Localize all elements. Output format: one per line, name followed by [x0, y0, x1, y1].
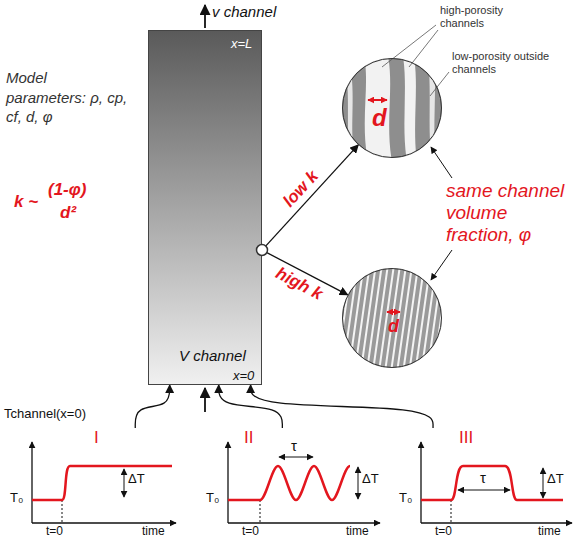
axis — [32, 522, 176, 523]
case-number: III — [459, 428, 473, 448]
plot-oscillation — [228, 442, 380, 523]
case-number: II — [244, 428, 253, 448]
axis-label: time — [142, 525, 165, 539]
plot-pulse — [421, 442, 572, 523]
channel — [346, 70, 354, 150]
axis — [421, 522, 572, 523]
step-plot: I T₀ ΔT t=0 time — [4, 428, 179, 543]
base-temperature: T₀ — [399, 491, 412, 506]
duration-arrow — [458, 490, 510, 491]
base-temperature: T₀ — [10, 491, 23, 506]
time-zero — [62, 500, 63, 523]
formula: (1-φ) — [48, 180, 86, 200]
flow-arrow — [204, 5, 206, 28]
pointer-arrow — [431, 147, 452, 178]
axis — [227, 442, 228, 523]
oscillation-plot: II T₀ τΔT t=0 time — [200, 428, 383, 543]
axis-label: Tchannel(x=0) — [4, 406, 86, 422]
formula: d² — [60, 203, 76, 223]
amplitude-arrow — [124, 469, 125, 497]
width-arrow — [387, 311, 400, 313]
temperature-curve — [32, 466, 172, 500]
case-number: I — [94, 428, 99, 448]
connector-arrow — [135, 385, 169, 428]
channel-width: d — [388, 316, 399, 337]
callout: high-porosity channels — [440, 4, 550, 30]
amplitude-label: ΔT — [128, 472, 145, 487]
axis — [228, 522, 380, 523]
time-zero — [260, 500, 261, 523]
axis-label: time — [538, 525, 561, 539]
channel-width: d — [372, 104, 387, 132]
axis — [31, 442, 32, 523]
channel — [364, 56, 392, 162]
pointer-arrow — [431, 250, 452, 280]
velocity-label: v channel — [212, 3, 276, 21]
period-label: τ — [291, 437, 297, 454]
leader-line — [382, 25, 436, 67]
parameter-note: Model parameters: ρ, cp, cf, d, φ — [6, 68, 131, 127]
width-arrow — [368, 99, 387, 101]
leader-line — [409, 30, 438, 67]
sample-point — [255, 243, 269, 257]
axis — [420, 442, 421, 523]
edge-label: low k — [279, 166, 322, 211]
position-label: x=0 — [233, 369, 254, 384]
axis-label: time — [346, 525, 369, 539]
temperature-curve — [228, 466, 350, 500]
period-label: τ — [480, 469, 486, 486]
base-temperature: T₀ — [206, 491, 219, 506]
amplitude-label: ΔT — [547, 472, 564, 487]
time-zero — [451, 500, 452, 523]
connector-arrow — [262, 145, 358, 250]
position-label: x=L — [231, 37, 252, 52]
time-zero-label: t=0 — [435, 525, 452, 539]
amplitude-arrow — [543, 468, 544, 498]
time-zero-label: t=0 — [242, 525, 259, 539]
channels — [342, 268, 442, 368]
sample-point — [257, 245, 268, 256]
low-k-inset: d — [342, 58, 442, 158]
amplitude-label: ΔT — [362, 472, 379, 487]
channel — [428, 56, 436, 162]
pulse-plot: III T₀ τ ΔT t=0 time — [393, 428, 575, 543]
callout: same channel volume fraction, φ — [446, 180, 574, 246]
callout: low-porosity outside channels — [452, 50, 564, 76]
matrix — [342, 58, 442, 158]
porous-column: x=L V channel x=0 — [148, 30, 262, 385]
temperature-curve — [421, 466, 563, 500]
time-zero-label: t=0 — [46, 525, 63, 539]
channel — [403, 56, 417, 162]
matrix — [342, 268, 442, 368]
leader-line — [430, 72, 449, 96]
high-k-inset: d — [342, 268, 442, 368]
velocity-label: V channel — [179, 347, 246, 364]
plot-step — [32, 442, 176, 523]
period-arrow — [279, 457, 313, 458]
connector-arrow — [251, 385, 433, 428]
flow-arrow — [204, 388, 206, 412]
amplitude-arrow — [358, 467, 359, 499]
thin-channel-texture — [342, 268, 442, 368]
formula: k ~ — [14, 192, 38, 212]
